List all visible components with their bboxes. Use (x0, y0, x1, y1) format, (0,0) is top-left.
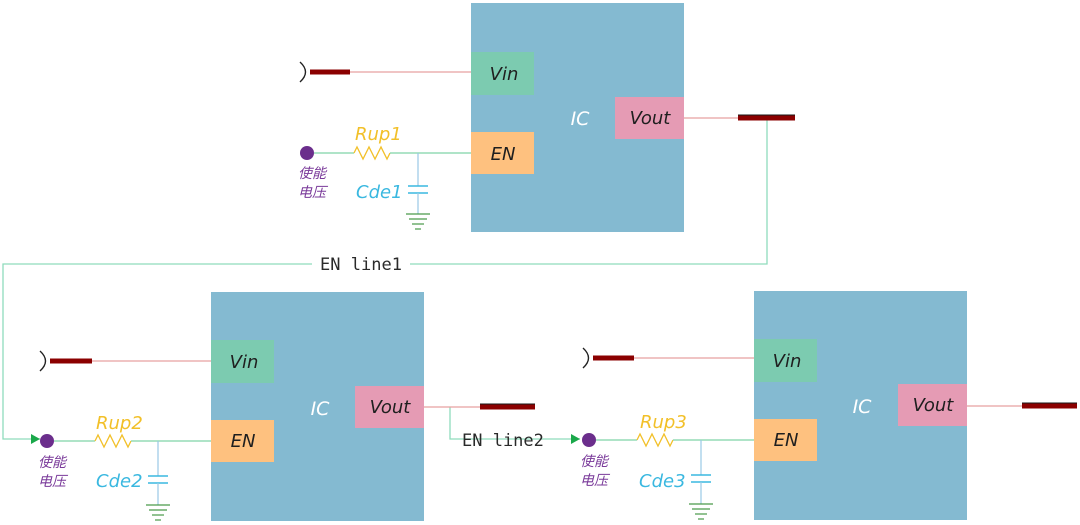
vout-pin-label: Vout (630, 108, 672, 129)
en-line-2-arrowhead (571, 434, 580, 444)
enable-source-dot (40, 434, 54, 448)
capacitor-label: Cde1 (356, 182, 403, 203)
ic-block-2: IC Vin EN Vout 使能 电压 Rup2 Cde2 (38, 292, 535, 521)
vin-pin-label: Vin (490, 64, 519, 85)
en-line-2-label: EN line2 (462, 431, 544, 451)
en-line-1-arrowhead (31, 434, 40, 444)
ic-block-1: IC Vin EN Vout 使能 电压 Rup1 Cde1 (298, 3, 795, 232)
en-line-1-connection: EN line1 (2, 117, 768, 444)
resistor-symbol-icon (353, 145, 391, 161)
resistor-symbol-icon (636, 432, 674, 448)
en-pin-label: EN (491, 144, 516, 165)
resistor-symbol-icon (94, 433, 132, 449)
capacitor-label: Cde2 (96, 471, 143, 492)
vout-pin-label: Vout (370, 397, 412, 418)
ground-icon (689, 503, 713, 520)
vin-pin (754, 339, 817, 382)
en-pin-label: EN (774, 430, 799, 451)
ground-icon (406, 213, 430, 230)
ic-label: IC (311, 398, 331, 420)
en-pin (471, 132, 534, 174)
enable-source-dot (300, 146, 314, 160)
enable-source-label-1: 使能 (580, 454, 610, 470)
enable-source-label-1: 使能 (38, 455, 68, 471)
enable-source-label-2: 电压 (580, 473, 611, 489)
enable-source-label-2: 电压 (298, 185, 329, 201)
vout-pin (898, 384, 967, 426)
vin-connector-icon (299, 61, 307, 83)
resistor-label: Rup3 (640, 412, 687, 433)
en-pin-label: EN (231, 431, 256, 452)
resistor-label: Rup1 (355, 124, 402, 145)
enable-source-label-1: 使能 (298, 166, 328, 182)
vin-pin (471, 52, 534, 95)
ic-label: IC (571, 108, 591, 130)
en-pin (211, 420, 274, 462)
en-line-2-connection: EN line2 (449, 407, 580, 451)
vin-pin-label: Vin (773, 351, 802, 372)
vin-connector-icon (39, 350, 47, 372)
vin-pin-label: Vin (230, 352, 259, 373)
en-line-1-label: EN line1 (320, 255, 402, 275)
vin-pin (211, 340, 274, 383)
vout-pin (615, 97, 684, 139)
enable-source-label-2: 电压 (38, 474, 69, 490)
vin-connector-icon (582, 347, 590, 369)
ic-label: IC (853, 396, 873, 418)
capacitor-label: Cde3 (639, 471, 686, 492)
ground-icon (146, 504, 170, 521)
resistor-label: Rup2 (96, 413, 143, 434)
ic-block-3: IC Vin EN Vout 使能 电压 Rup3 Cde3 (580, 291, 1077, 520)
vout-pin-label: Vout (913, 395, 955, 416)
vout-pin (355, 386, 424, 428)
enable-source-dot (582, 433, 596, 447)
en-pin (754, 419, 817, 461)
